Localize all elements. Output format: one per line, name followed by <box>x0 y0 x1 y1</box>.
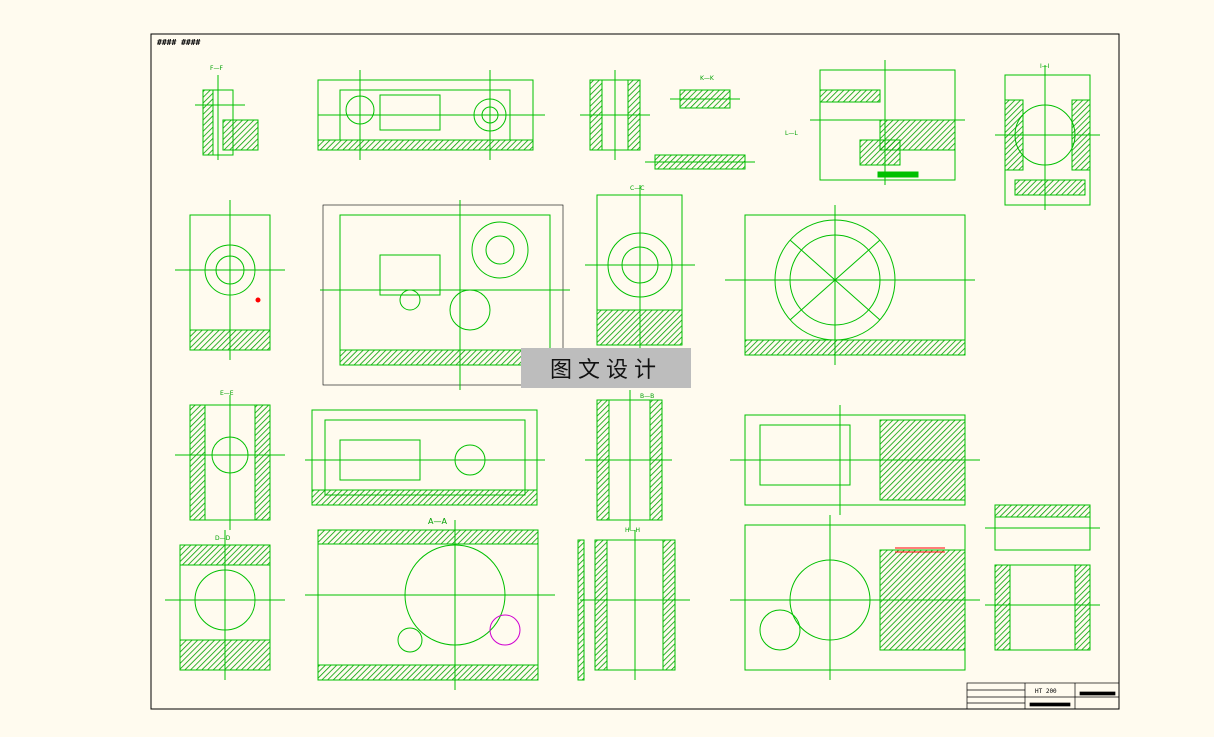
label-bb: B—B <box>640 393 654 400</box>
view-mid-front <box>305 409 545 506</box>
view-ee <box>175 395 285 530</box>
view-aa <box>305 520 555 690</box>
view-left-mid <box>175 200 285 360</box>
view-ii <box>995 65 1100 210</box>
view-ll <box>810 60 965 185</box>
watermark-label: 图文设计 <box>521 348 691 388</box>
view-hh <box>577 530 690 681</box>
view-right-mid <box>730 405 980 515</box>
view-right-bottom <box>730 515 980 680</box>
view-cc <box>585 185 695 355</box>
view-small-right-b <box>985 564 1100 651</box>
view-small-right-a <box>985 504 1100 551</box>
label-ll: L—L <box>785 130 798 137</box>
view-bb <box>585 390 672 530</box>
sheet-border <box>150 33 1120 710</box>
view-dd <box>165 530 285 680</box>
label-aa: A—A <box>428 517 447 526</box>
title-block <box>966 682 1120 710</box>
view-top-small-a <box>580 70 650 160</box>
view-ff <box>195 75 259 160</box>
label-ii: I—I <box>1040 63 1050 70</box>
label-dd: D—D <box>215 535 231 542</box>
view-right-circle <box>725 205 975 365</box>
label-hh: H—H <box>625 527 640 534</box>
drawing-code: #### #### <box>155 38 203 47</box>
label-ee: E—E <box>220 390 234 397</box>
label-kk: K—K <box>700 75 715 82</box>
title-block-material: HT 200 <box>1035 688 1057 695</box>
label-ff: F—F <box>210 65 223 72</box>
label-cc: C—C <box>630 185 644 192</box>
view-kk <box>645 89 755 170</box>
view-main-plan <box>320 200 570 390</box>
view-top-front <box>317 70 545 160</box>
